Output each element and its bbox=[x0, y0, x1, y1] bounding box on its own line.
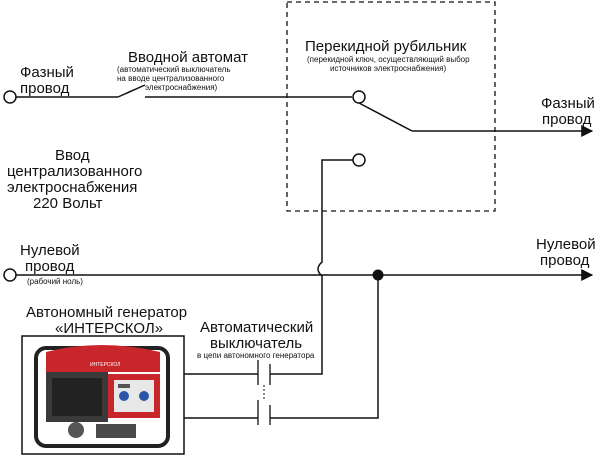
generator-label-2: «ИНТЕРСКОЛ» bbox=[55, 320, 163, 337]
input-breaker-note-3: электроснабжения) bbox=[145, 83, 218, 92]
switch-title: Перекидной рубильник bbox=[305, 38, 467, 55]
switch-blade bbox=[358, 102, 413, 132]
switch-contact-mains bbox=[352, 90, 366, 104]
gen-breaker-label-1: Автоматический bbox=[200, 319, 313, 336]
input-desc-1: Ввод bbox=[55, 147, 90, 164]
generator-brand-text: ИНТЕРСКОЛ bbox=[90, 362, 120, 368]
phase-input-terminal bbox=[3, 90, 17, 104]
neutral-input-label-2: провод bbox=[25, 258, 75, 275]
phase-output-label-2: провод bbox=[542, 111, 592, 128]
generator-image: ИНТЕРСКОЛ bbox=[21, 335, 185, 455]
input-desc-2: централизованного bbox=[7, 163, 142, 180]
gen-breaker-note: в цепи автономного генератора bbox=[197, 351, 315, 360]
neutral-input-label-1: Нулевой bbox=[20, 242, 80, 259]
generator-phase-wire bbox=[270, 159, 353, 375]
input-breaker-note-2: на вводе централизованного bbox=[117, 74, 225, 83]
neutral-output-label-1: Нулевой bbox=[536, 236, 596, 253]
input-breaker-note-1: (автоматический выключатель bbox=[117, 65, 231, 74]
switch-note-2: источников электроснабжения) bbox=[330, 64, 446, 73]
gen-breaker-label-2: выключатель bbox=[210, 335, 302, 352]
neutral-input-terminal bbox=[3, 268, 17, 282]
generator-label-1: Автономный генератор bbox=[26, 304, 187, 321]
switch-note-1: (перекидной ключ, осуществляющий выбор bbox=[307, 55, 470, 64]
switch-contact-generator bbox=[352, 153, 366, 167]
neutral-input-note: (рабочий ноль) bbox=[27, 277, 83, 286]
phase-input-label-1: Фазный bbox=[20, 64, 74, 81]
input-breaker-title: Вводной автомат bbox=[128, 49, 248, 66]
phase-input-label-2: провод bbox=[20, 80, 70, 97]
changeover-switch-box bbox=[286, 1, 496, 212]
input-breaker-contact bbox=[117, 84, 146, 98]
phase-output-label-1: Фазный bbox=[541, 95, 595, 112]
input-desc-3: электроснабжения bbox=[7, 179, 137, 196]
neutral-output-label-2: провод bbox=[540, 252, 590, 269]
generator-neutral-wire bbox=[270, 275, 379, 419]
input-desc-4: 220 Вольт bbox=[33, 195, 103, 212]
